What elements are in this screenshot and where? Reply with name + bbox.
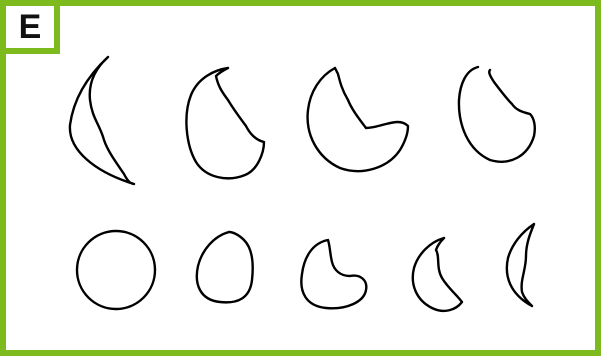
shape-crescent-notched [308,68,408,171]
shape-bitten-blob [301,240,366,308]
shape-full-circle [77,231,155,309]
shape-crescent-medium [186,68,264,178]
shape-wavy-crescent [413,238,462,311]
shape-circle-bitten [459,67,535,162]
bottom-row [77,224,534,311]
top-row [70,57,535,184]
shape-thin-wavy-crescent [507,224,534,306]
shape-rounded-blob [197,232,253,302]
shape-crescent-thin [70,57,134,184]
